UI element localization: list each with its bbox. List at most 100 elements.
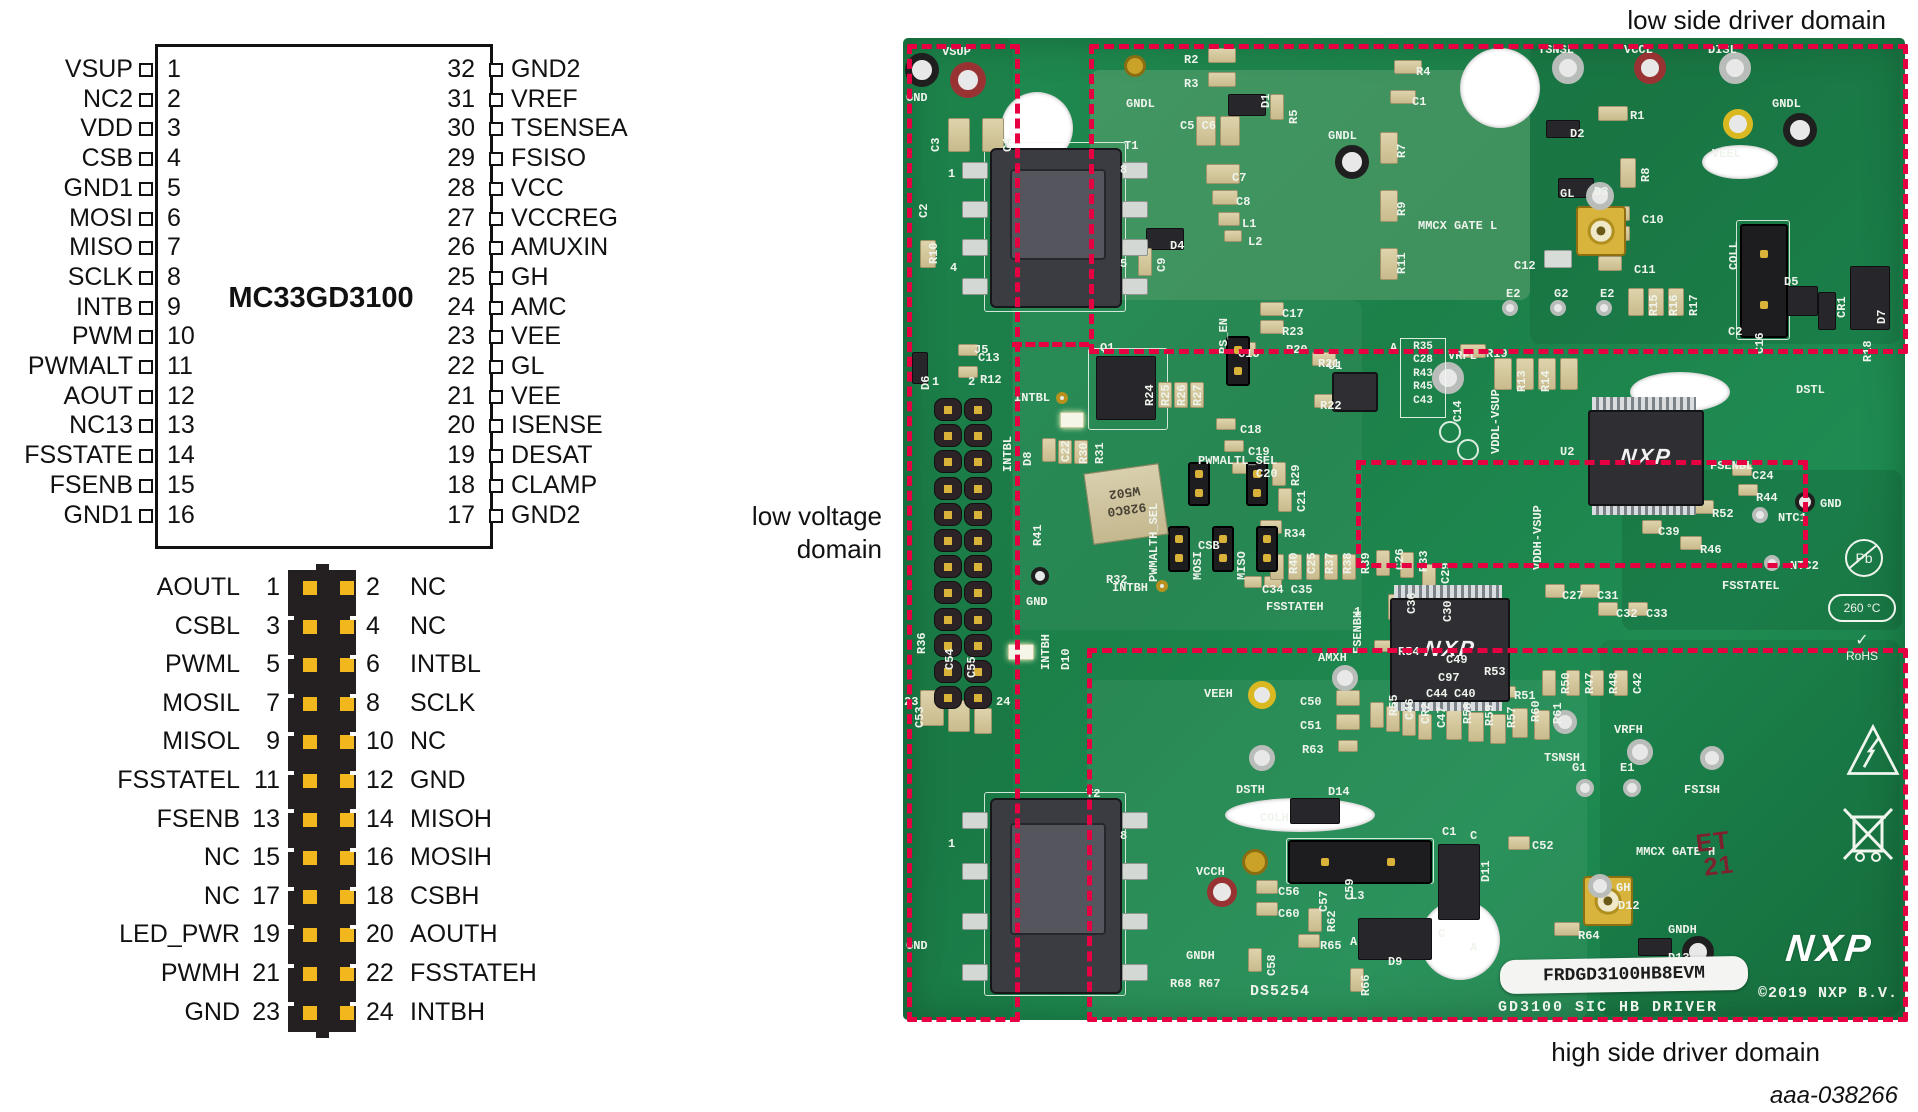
silkscreen-label: D5 — [1784, 275, 1799, 289]
header-notch — [288, 809, 294, 814]
j5-pin[interactable] — [934, 424, 962, 448]
header-pin-number-left: 11 — [254, 766, 280, 794]
test-point-sil[interactable] — [1627, 739, 1653, 765]
j5-pin[interactable] — [964, 555, 992, 579]
test-point-red[interactable] — [950, 62, 986, 98]
silkscreen-label: R41 — [1031, 524, 1045, 546]
j5-pin[interactable] — [964, 607, 992, 631]
test-point-sil[interactable] — [1550, 300, 1566, 316]
transformer-t1 — [990, 148, 1122, 308]
j5-pin[interactable] — [964, 660, 992, 683]
j5-pin[interactable] — [934, 529, 962, 552]
j5-pin[interactable] — [934, 633, 962, 657]
test-point-gold[interactable] — [1056, 392, 1068, 404]
test-point-sil[interactable] — [1249, 745, 1275, 771]
silkscreen-label: D8 — [1021, 451, 1035, 466]
ic-pin-number-left: 16 — [167, 500, 195, 529]
ic-pin-name-left: SCLK — [67, 262, 133, 291]
test-point-blk[interactable] — [1031, 567, 1049, 585]
silkscreen-ring — [1439, 421, 1461, 443]
chip-pins — [1592, 397, 1696, 410]
j5-pin[interactable] — [964, 581, 992, 605]
j5-pin[interactable] — [934, 502, 962, 526]
jumper-header[interactable] — [1226, 336, 1250, 386]
silkscreen-label: T1 — [1124, 139, 1139, 153]
test-point-sil[interactable] — [1596, 300, 1612, 316]
silkscreen-label: DSTL — [1796, 383, 1825, 397]
test-point-sil[interactable] — [1588, 874, 1612, 898]
test-point-sil[interactable] — [1432, 362, 1464, 394]
j5-pin[interactable] — [964, 450, 992, 474]
test-point-sil[interactable] — [1576, 779, 1594, 797]
header-pin-contact — [340, 735, 354, 750]
j5-pin[interactable] — [934, 581, 962, 605]
j5-pin[interactable] — [964, 424, 992, 448]
test-point-yel[interactable] — [1248, 681, 1276, 709]
ic-pin-name-left: INTB — [76, 292, 133, 321]
mmcx-gate-l-connector[interactable] — [1576, 206, 1626, 256]
j5-pin[interactable] — [934, 476, 962, 500]
silkscreen-label: R26 — [1175, 384, 1189, 406]
silkscreen-label: VCCH — [1196, 865, 1225, 879]
jumper-header[interactable] — [1168, 526, 1190, 572]
j5-pin[interactable] — [934, 660, 962, 683]
j5-pin[interactable] — [964, 476, 992, 500]
smd-component — [1598, 602, 1618, 616]
ic-u1 — [1332, 372, 1378, 412]
header-notch — [350, 963, 356, 968]
smd-component — [1290, 798, 1340, 824]
test-point-sil[interactable] — [1332, 665, 1358, 691]
test-point-blk[interactable] — [1783, 113, 1817, 147]
test-point-blk[interactable] — [1335, 145, 1369, 179]
test-point-red[interactable] — [1207, 877, 1237, 907]
ic-pin-name-left: FSSTATE — [24, 441, 133, 470]
silkscreen-label: INTBL — [1014, 391, 1051, 405]
j5-pin[interactable] — [964, 398, 992, 421]
jumper-header[interactable] — [1212, 526, 1234, 572]
test-point-sil[interactable] — [1623, 779, 1641, 797]
smd-component — [1244, 576, 1262, 588]
jumper-header[interactable] — [1740, 224, 1788, 338]
test-point-gold[interactable] — [1156, 580, 1168, 592]
silkscreen-label: L1 — [1242, 217, 1257, 231]
silkscreen-label: D4 — [1170, 239, 1185, 253]
transformer-pad — [1122, 862, 1148, 880]
silkscreen-label: COLH — [1260, 811, 1289, 825]
ic-pin-name-right: AMC — [511, 292, 567, 321]
silkscreen-label: R37 — [1323, 552, 1337, 574]
j5-pin[interactable] — [964, 686, 992, 710]
jumper-header[interactable] — [1188, 462, 1210, 506]
test-point-red[interactable] — [1634, 52, 1666, 84]
test-point-yel[interactable] — [1723, 109, 1753, 139]
j5-pin[interactable] — [964, 529, 992, 552]
j5-pin[interactable] — [964, 633, 992, 657]
test-point-sil[interactable] — [1552, 52, 1584, 84]
j5-pin[interactable] — [934, 555, 962, 579]
j5-pin[interactable] — [934, 607, 962, 631]
j5-pin[interactable] — [934, 450, 962, 474]
test-point-sil[interactable] — [1553, 710, 1577, 734]
test-point-sil[interactable] — [1700, 746, 1724, 770]
ic-pin-name-right: FSISO — [511, 144, 587, 173]
ic-pin-number-right: 18 — [447, 470, 475, 499]
header-pin-number-left: 9 — [266, 727, 280, 756]
j5-pin[interactable] — [934, 686, 962, 710]
ic-pin-number-left: 13 — [167, 411, 195, 440]
test-point-sil[interactable] — [1502, 300, 1518, 316]
ic-pin-number-left: 6 — [167, 203, 181, 232]
smd-component — [1216, 418, 1236, 430]
j5-pin[interactable] — [934, 398, 962, 421]
test-point-sil[interactable] — [1719, 52, 1751, 84]
jumper-header[interactable] — [1288, 840, 1432, 884]
j5-pin[interactable] — [964, 502, 992, 526]
smd-component — [1538, 358, 1556, 390]
silkscreen-label: R22 — [1320, 399, 1342, 413]
ref-line: R45 — [1413, 381, 1433, 394]
header-pin-contact — [340, 581, 354, 595]
silkscreen-label: TSNSH — [1544, 751, 1581, 765]
test-point-sil[interactable] — [1586, 182, 1614, 210]
jumper-header[interactable] — [1246, 462, 1268, 506]
silkscreen-label: L3 — [1350, 889, 1365, 903]
jumper-header[interactable] — [1256, 526, 1278, 572]
test-point-sil[interactable] — [1752, 507, 1768, 523]
